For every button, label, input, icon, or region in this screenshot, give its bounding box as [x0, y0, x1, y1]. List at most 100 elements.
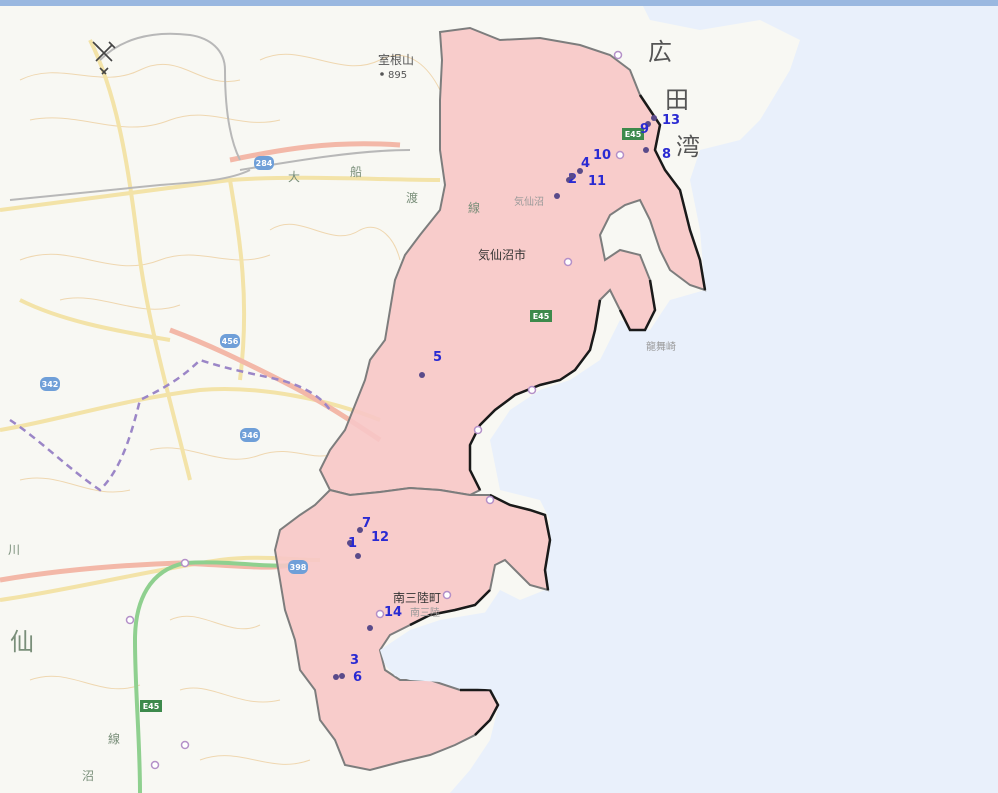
svg-text:456: 456 [222, 337, 239, 346]
marker-dot[interactable] [339, 673, 345, 679]
station-dots [125, 50, 625, 770]
svg-text:線: 線 [108, 731, 120, 746]
marker-label: 5 [433, 350, 442, 365]
marker-label: 1 [348, 536, 357, 551]
top-bar [0, 0, 998, 6]
svg-text:湾: 湾 [676, 133, 700, 161]
label-cape-tatsumai: 龍舞崎 [646, 340, 676, 353]
marker-dot[interactable] [643, 147, 649, 153]
contour-line [169, 615, 261, 630]
faint-map-labels: 大 船 渡 線 川 仙 線 沼 [8, 165, 480, 783]
svg-text:川: 川 [8, 543, 20, 557]
svg-text:342: 342 [42, 380, 59, 389]
marker-13[interactable]: 13 [651, 113, 680, 128]
marker-dot[interactable] [419, 372, 425, 378]
expressway-shield-e45-south: E45 [140, 700, 162, 712]
svg-text:E45: E45 [625, 130, 642, 139]
marker-10[interactable]: 10 [569, 148, 611, 179]
marker-9[interactable]: 9 [640, 121, 651, 137]
marker-label: 13 [662, 113, 680, 128]
marker-label: 7 [362, 516, 371, 531]
marker-dot[interactable] [355, 553, 361, 559]
marker-dot[interactable] [347, 540, 353, 546]
mountain-marker: 室根山 895 [378, 52, 414, 81]
mine-icon [92, 41, 116, 75]
marker-dot[interactable] [357, 527, 363, 533]
marker-5[interactable]: 5 [419, 350, 442, 378]
marker-label: 6 [353, 670, 362, 685]
contour-line [149, 447, 331, 460]
shizugawa-bay [380, 610, 560, 700]
mountain-name: 室根山 [378, 52, 414, 67]
marker-dot[interactable] [333, 674, 339, 680]
marker-label: 9 [640, 122, 649, 137]
route-shield-342: 342 [40, 377, 60, 391]
expressway-e45 [132, 560, 301, 793]
contour-line [19, 63, 241, 83]
marker-12[interactable]: 12 [355, 530, 389, 559]
contour-line [259, 53, 441, 91]
svg-text:346: 346 [242, 431, 259, 440]
svg-text:船: 船 [350, 165, 362, 179]
marker-14[interactable]: 14 [367, 605, 402, 631]
marker-label: 4 [581, 156, 590, 171]
contour-line [179, 687, 281, 703]
svg-text:284: 284 [256, 159, 273, 168]
route-shield-284: 284 [254, 156, 274, 170]
contour-line [19, 253, 271, 267]
contour-line [29, 114, 281, 128]
marker-label: 11 [588, 174, 606, 189]
svg-text:広: 広 [648, 38, 672, 66]
marker-3[interactable]: 3 [339, 653, 359, 679]
label-minamisanriku-town: 南三陸町 [393, 590, 441, 605]
marker-11[interactable]: 11 [554, 174, 606, 199]
label-minamisanriku-station: 南三陸 [410, 606, 440, 619]
contour-line [59, 297, 181, 310]
marker-label: 12 [371, 530, 389, 545]
marker-dot[interactable] [367, 625, 373, 631]
svg-text:大: 大 [288, 170, 300, 184]
route-shield-398: 398 [288, 560, 308, 574]
svg-text:398: 398 [290, 563, 307, 572]
contour-line [269, 223, 401, 261]
marker-label: 8 [662, 147, 671, 162]
svg-text:線: 線 [468, 200, 480, 215]
marker-dot[interactable] [645, 121, 651, 127]
contour-line [29, 675, 141, 690]
mountain-elevation: 895 [388, 70, 407, 81]
expressway-shield-e45-mid: E45 [530, 310, 552, 322]
marker-dot[interactable] [577, 168, 583, 174]
svg-text:仙: 仙 [10, 628, 34, 656]
contour-lines [19, 53, 441, 765]
marker-label: 3 [350, 653, 359, 668]
svg-text:E45: E45 [533, 312, 550, 321]
prefecture-boundary [9, 358, 332, 492]
marker-dot[interactable] [651, 115, 657, 121]
hirota-bay-label: 広 田 湾 [648, 38, 700, 161]
marker-label: 14 [384, 605, 402, 620]
route-shields: 284 456 342 346 398 E45 E45 E45 [40, 128, 644, 712]
marker-dot[interactable] [554, 193, 560, 199]
marker-4[interactable]: 4 [577, 156, 590, 174]
svg-text:沼: 沼 [82, 769, 94, 783]
contour-line [199, 755, 311, 765]
marker-8[interactable]: 8 [643, 147, 671, 162]
expressway-shield-e45-north: E45 [622, 128, 644, 140]
marker-label: 10 [593, 148, 611, 163]
label-kesennuma-station: 気仙沼 [514, 195, 544, 208]
marker-7[interactable]: 7 [357, 516, 371, 533]
contour-line [19, 477, 131, 493]
marker-label: 2 [568, 172, 577, 187]
route-shield-346: 346 [240, 428, 260, 442]
coastline-edge [409, 94, 707, 736]
marker-6[interactable]: 6 [333, 670, 362, 685]
svg-text:田: 田 [665, 86, 689, 114]
marker-1[interactable]: 1 [347, 536, 357, 551]
route-shield-456: 456 [220, 334, 240, 348]
svg-text:E45: E45 [143, 702, 160, 711]
label-kesennuma-city: 気仙沼市 [478, 247, 526, 262]
marker-dot[interactable] [569, 173, 575, 179]
